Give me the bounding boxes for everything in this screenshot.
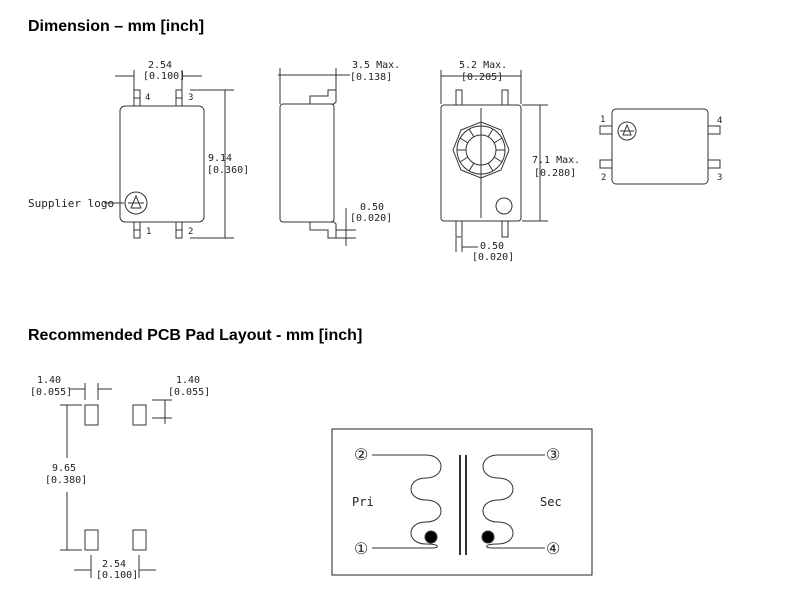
pin-4-label: ④ [546, 539, 560, 558]
end-view-body [611, 108, 709, 185]
top-pin-1: 1 [146, 227, 151, 237]
supplier-logo-label: Supplier logo [28, 197, 114, 210]
pin1-marker-icon [495, 197, 513, 215]
internal-width-inch: [0.205] [461, 72, 503, 83]
internal-view-body [440, 104, 522, 222]
primary-coil-icon [372, 454, 442, 549]
internal-lead-mm: 0.50 [480, 241, 504, 252]
top-view: 4 3 1 2 Supplier logo 2.54 [0.100] 9.14 … [28, 60, 249, 239]
toroid-core-icon [452, 121, 510, 179]
end-view: 1 2 4 3 [599, 108, 722, 185]
pin-1-label: ① [354, 539, 368, 558]
pcb-layout-heading: Recommended PCB Pad Layout - mm [inch] [28, 327, 363, 344]
pad-left-inch: [0.055] [30, 387, 72, 398]
end-pin-4: 4 [717, 116, 722, 126]
end-pin-3: 3 [717, 173, 722, 183]
internal-lead-inch: [0.020] [472, 252, 514, 263]
secondary-dot-icon [481, 530, 495, 544]
side-lead-inch: [0.020] [350, 213, 392, 224]
pad-pitch-inch: [0.100] [96, 570, 138, 581]
internal-length-inch: [0.280] [534, 168, 576, 179]
pad-4-bottom-right [132, 529, 147, 551]
internal-length-mm: 7.1 Max. [532, 155, 580, 166]
side-view-body [279, 103, 335, 223]
end-logo-icon [617, 121, 637, 141]
top-view-body [119, 105, 205, 223]
supplier-logo-icon [124, 191, 148, 215]
pad-layout: 1.40 [0.055] 1.40 [0.055] 9.65 [0.380] 2… [30, 375, 210, 581]
secondary-coil-icon [482, 454, 545, 549]
side-lead-mm: 0.50 [360, 202, 384, 213]
top-pin-4: 4 [145, 93, 150, 103]
pad-2-top-right [132, 404, 147, 426]
top-pitch-inch: [0.100] [143, 71, 185, 82]
top-length-inch: [0.360] [207, 165, 249, 176]
pad-span-inch: [0.380] [45, 475, 87, 486]
side-height-inch: [0.138] [350, 72, 392, 83]
side-view: 3.5 Max. [0.138] 0.50 [0.020] [278, 60, 400, 246]
schematic-frame [331, 428, 593, 576]
top-pitch-mm: 2.54 [148, 60, 172, 71]
top-length-mm: 9.14 [208, 153, 232, 164]
pad-3-bottom-left [84, 529, 99, 551]
transformer-schematic: ② ③ ① ④ Pri Sec [331, 428, 593, 576]
primary-dot-icon [424, 530, 438, 544]
primary-label: Pri [352, 495, 374, 509]
end-pin-2: 2 [601, 173, 606, 183]
pin-2-label: ② [354, 445, 368, 464]
pad-right-inch: [0.055] [168, 387, 210, 398]
end-pin-1: 1 [600, 115, 605, 125]
side-height-mm: 3.5 Max. [352, 60, 400, 71]
internal-width-mm: 5.2 Max. [459, 60, 507, 71]
dimension-heading: Dimension – mm [inch] [28, 18, 205, 35]
pad-pitch-mm: 2.54 [102, 559, 126, 570]
pad-right-mm: 1.40 [176, 375, 200, 386]
internal-view: 5.2 Max. [0.205] 7.1 Max. [0.280] 0.50 [… [440, 60, 580, 263]
top-pin-3: 3 [188, 93, 193, 103]
pad-1-top-left [84, 404, 99, 426]
pad-span-mm: 9.65 [52, 463, 76, 474]
top-pin-2: 2 [188, 227, 193, 237]
secondary-label: Sec [540, 495, 562, 509]
pin-3-label: ③ [546, 445, 560, 464]
pad-left-mm: 1.40 [37, 375, 61, 386]
